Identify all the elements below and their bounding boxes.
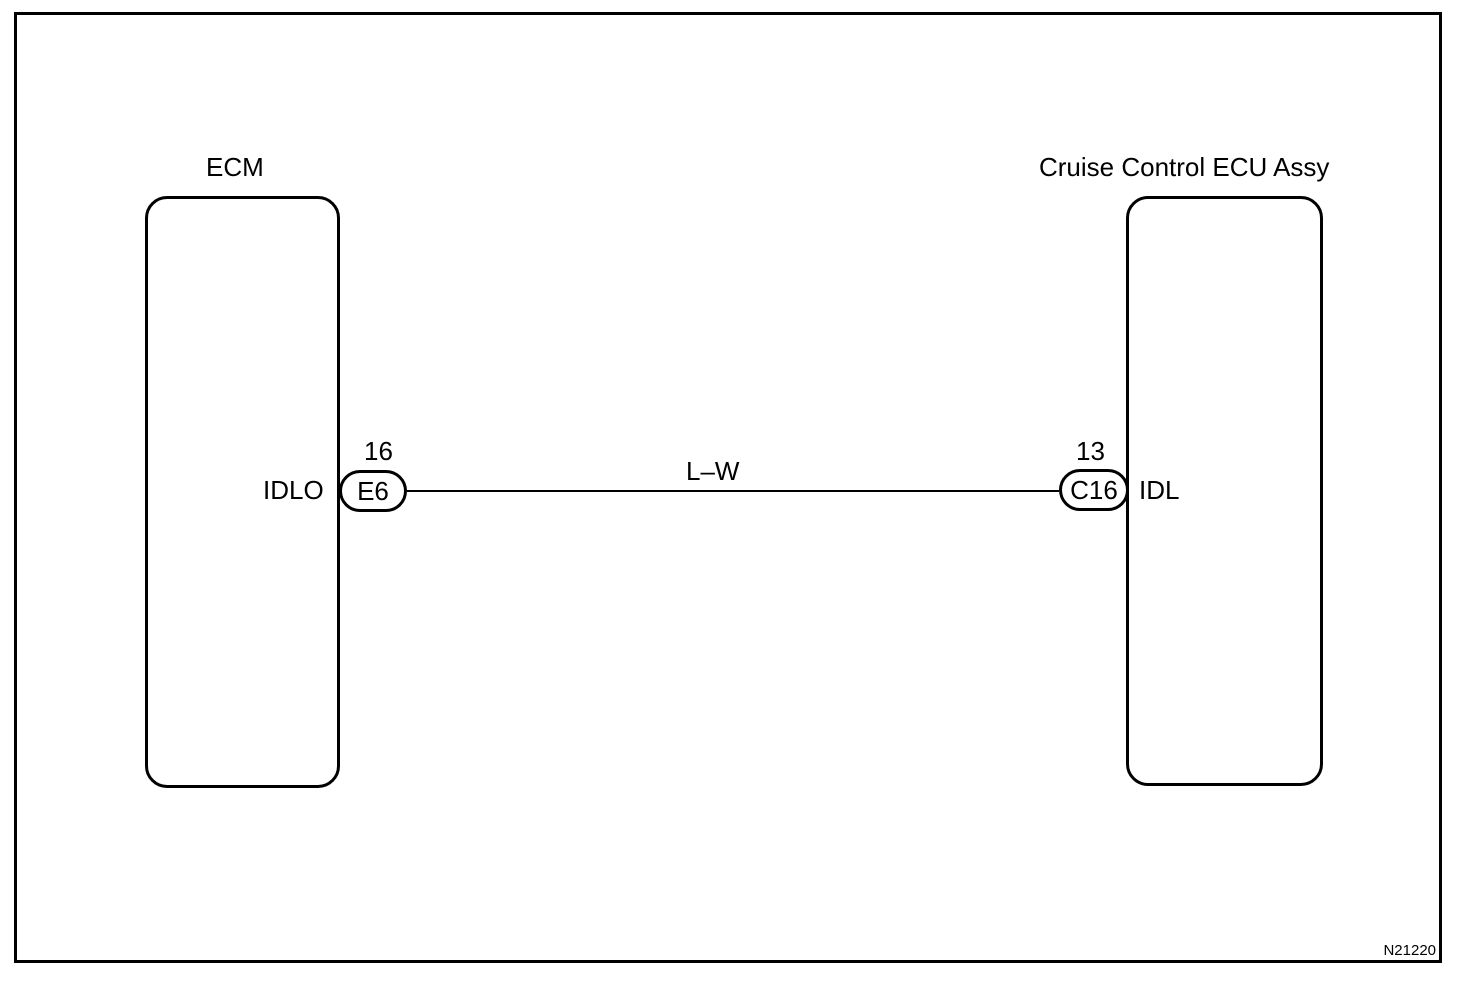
ecm-pin-name: IDLO: [263, 475, 324, 505]
figure-code: N21220: [1383, 942, 1436, 959]
ecm-pin-number: 16: [364, 436, 393, 466]
cruise-control-ecu-connector: C16: [1059, 469, 1129, 511]
ecm-title: ECM: [206, 152, 264, 182]
ecm-connector: E6: [339, 470, 407, 512]
ecm-box: [145, 196, 340, 788]
cruise-control-ecu-pin-name: IDL: [1139, 475, 1180, 505]
cruise-control-ecu-title: Cruise Control ECU Assy: [1039, 152, 1330, 182]
cruise-control-ecu-pin-number: 13: [1076, 436, 1105, 466]
wire-color-code: L–W: [686, 456, 740, 486]
signal-wire: [407, 490, 1059, 492]
diagram-frame: [14, 12, 1442, 963]
